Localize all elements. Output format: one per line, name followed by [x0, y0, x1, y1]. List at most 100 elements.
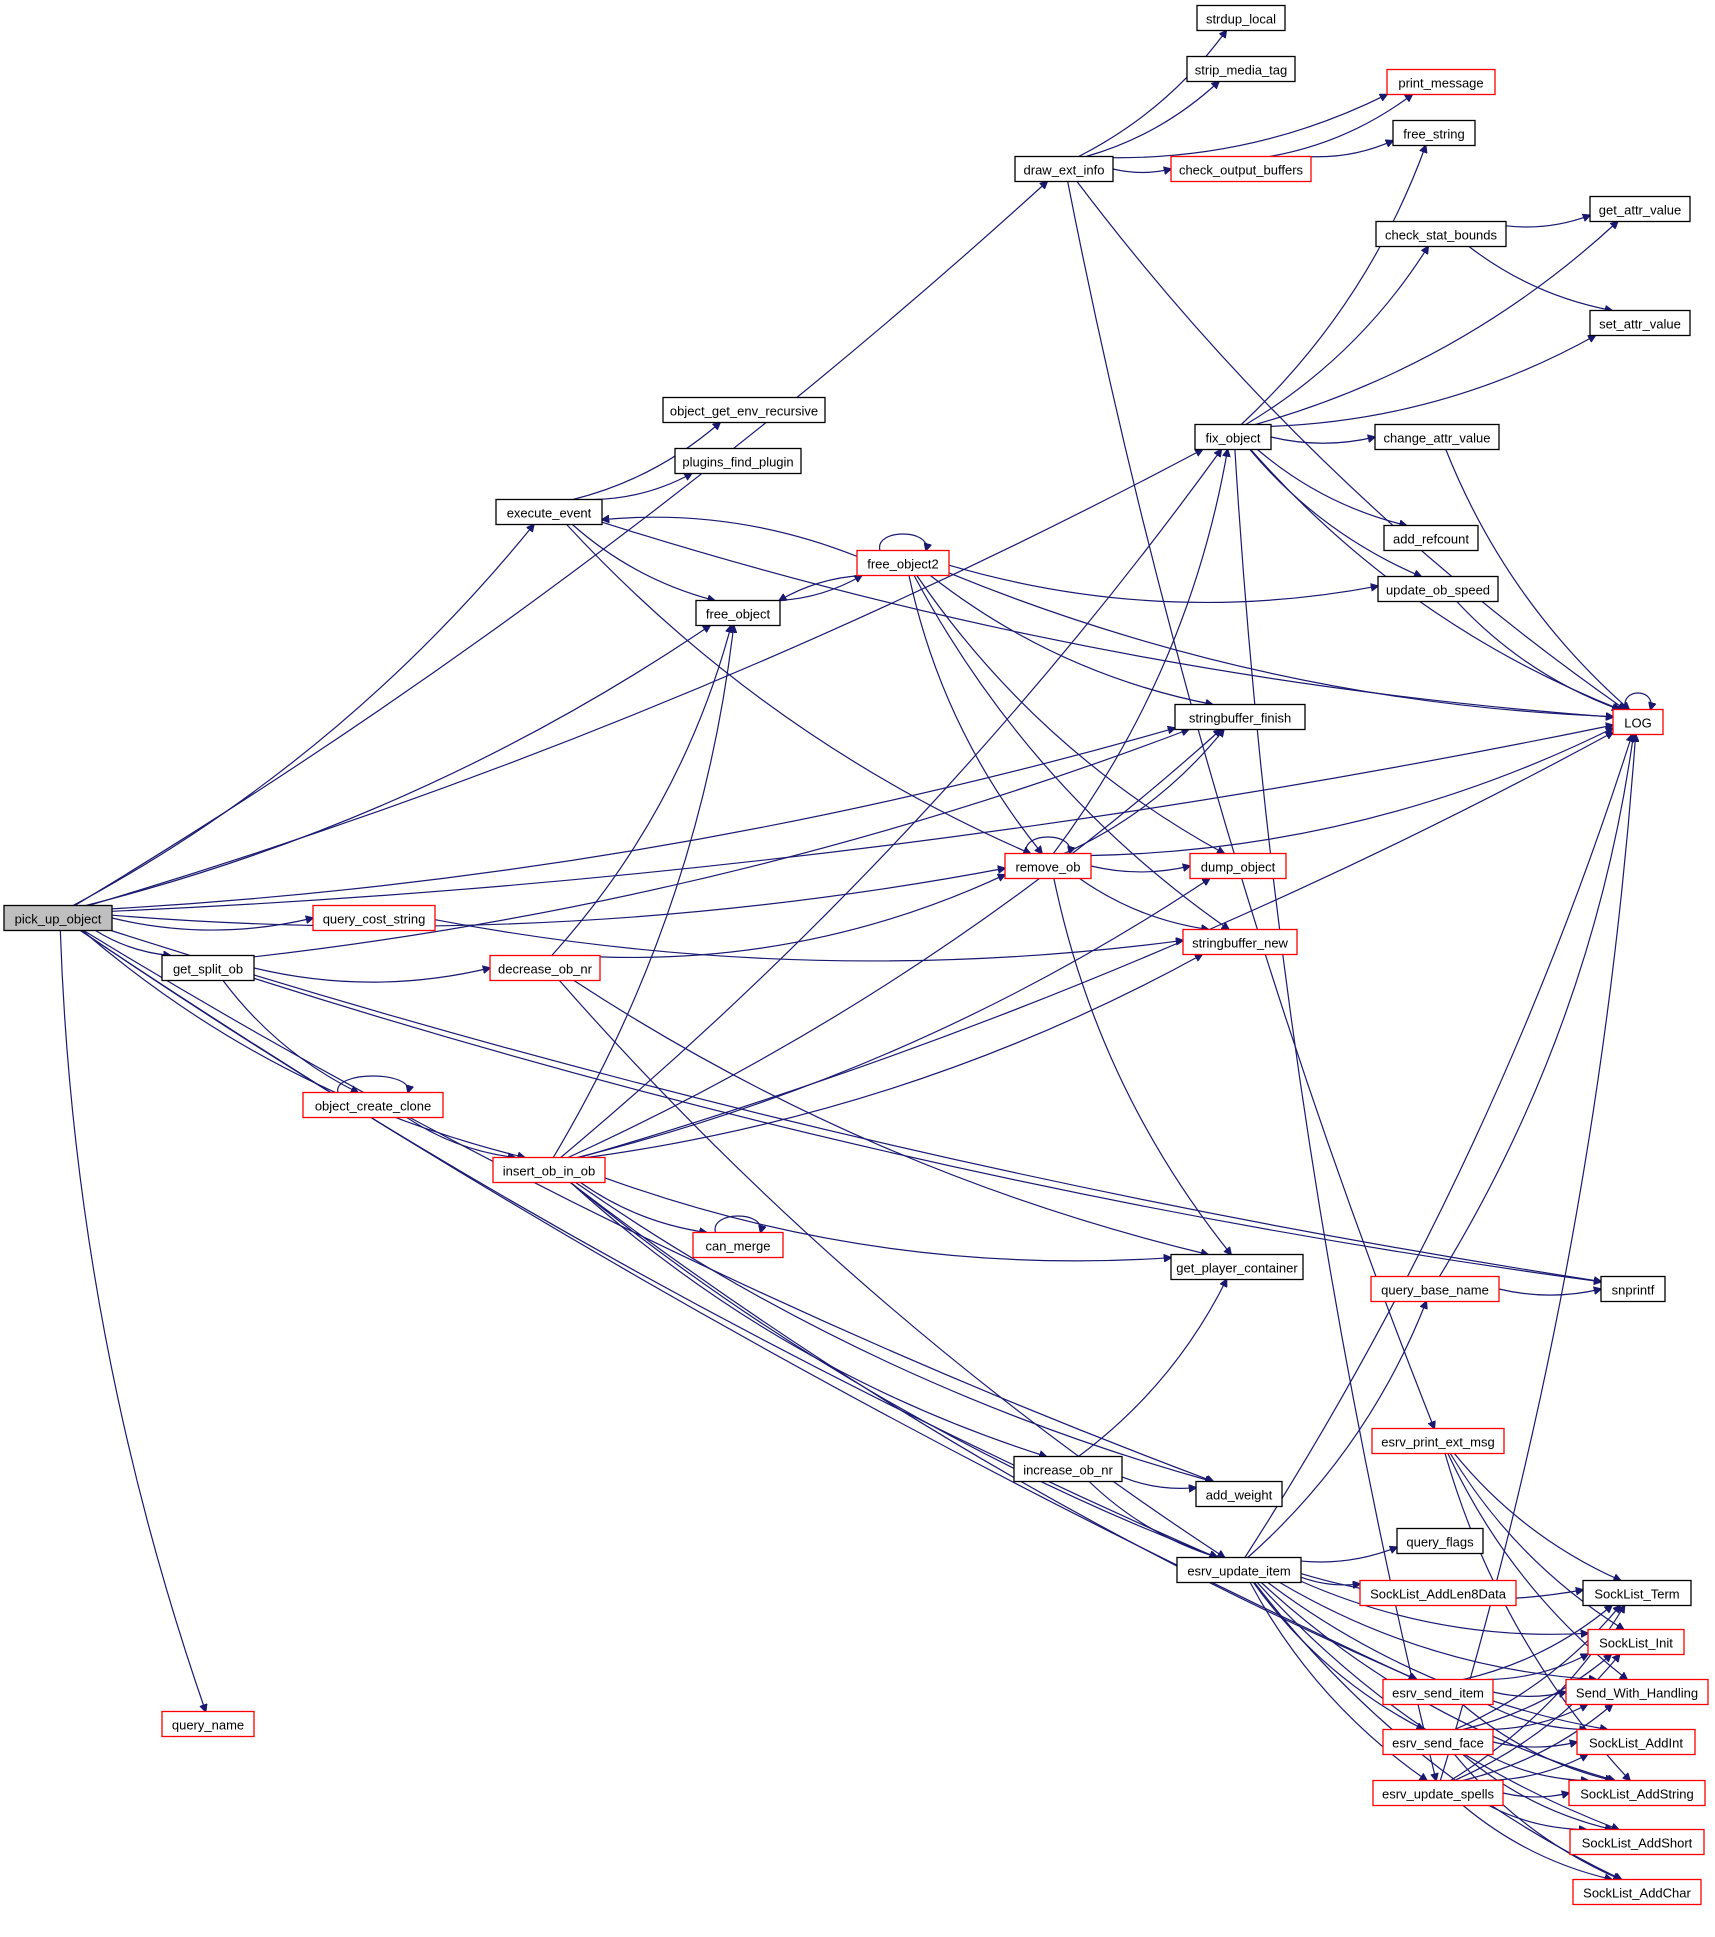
- node-add-refcount[interactable]: add_refcount: [1383, 524, 1479, 552]
- node-query-cost-string[interactable]: query_cost_string: [312, 904, 436, 932]
- node-can-merge[interactable]: can_merge: [692, 1231, 784, 1259]
- node-increase-ob-nr[interactable]: increase_ob_nr: [1013, 1455, 1123, 1483]
- node-box[interactable]: [1196, 4, 1286, 32]
- node-free-object2[interactable]: free_object2: [856, 549, 950, 577]
- node-box[interactable]: [1612, 708, 1664, 736]
- node-box[interactable]: [1189, 852, 1287, 880]
- node-esrv-update-item[interactable]: esrv_update_item: [1176, 1556, 1302, 1584]
- node-box[interactable]: [1569, 1828, 1705, 1856]
- node-box[interactable]: [1194, 423, 1272, 451]
- node-free-object[interactable]: free_object: [695, 599, 781, 627]
- node-esrv-send-face[interactable]: esrv_send_face: [1382, 1728, 1494, 1756]
- node-box[interactable]: [1568, 1779, 1706, 1807]
- node-free-string[interactable]: free_string: [1392, 119, 1476, 147]
- node-box[interactable]: [1174, 703, 1306, 731]
- node-change-attr-value[interactable]: change_attr_value: [1374, 423, 1500, 451]
- node-box[interactable]: [1382, 1728, 1494, 1756]
- node-esrv-send-item[interactable]: esrv_send_item: [1382, 1678, 1494, 1706]
- node-log[interactable]: LOG: [1612, 708, 1664, 736]
- node-box[interactable]: [1582, 1579, 1692, 1607]
- node-box[interactable]: [692, 1231, 784, 1259]
- node-get-attr-value[interactable]: get_attr_value: [1589, 195, 1691, 223]
- node-box[interactable]: [1589, 309, 1691, 337]
- node-box[interactable]: [495, 498, 603, 526]
- node-box[interactable]: [161, 954, 255, 982]
- node-box[interactable]: [312, 904, 436, 932]
- node-box[interactable]: [1589, 195, 1691, 223]
- node-box[interactable]: [662, 396, 826, 424]
- node-box[interactable]: [1170, 155, 1312, 183]
- node-check-output-buffers[interactable]: check_output_buffers: [1170, 155, 1312, 183]
- node-stringbuffer-new[interactable]: stringbuffer_new: [1182, 928, 1298, 956]
- node-box[interactable]: [1014, 155, 1114, 183]
- node-stringbuffer-finish[interactable]: stringbuffer_finish: [1174, 703, 1306, 731]
- node-box[interactable]: [1600, 1275, 1666, 1303]
- node-box[interactable]: [3, 904, 113, 932]
- node-decrease-ob-nr[interactable]: decrease_ob_nr: [489, 954, 601, 982]
- node-query-base-name[interactable]: query_base_name: [1370, 1275, 1500, 1303]
- node-box[interactable]: [489, 954, 601, 982]
- node-fix-object[interactable]: fix_object: [1194, 423, 1272, 451]
- node-snprintf[interactable]: snprintf: [1600, 1275, 1666, 1303]
- node-check-stat-bounds[interactable]: check_stat_bounds: [1375, 220, 1507, 248]
- node-box[interactable]: [1386, 68, 1496, 96]
- node-box[interactable]: [1374, 423, 1500, 451]
- node-get-player-container[interactable]: get_player_container: [1170, 1253, 1304, 1281]
- node-esrv-print-ext-msg[interactable]: esrv_print_ext_msg: [1371, 1427, 1505, 1455]
- node-query-name[interactable]: query_name: [161, 1710, 255, 1738]
- node-box[interactable]: [1576, 1728, 1696, 1756]
- node-strdup-local[interactable]: strdup_local: [1196, 4, 1286, 32]
- node-box[interactable]: [1359, 1579, 1517, 1607]
- node-execute-event[interactable]: execute_event: [495, 498, 603, 526]
- node-socklist-addint[interactable]: SockList_AddInt: [1576, 1728, 1696, 1756]
- node-box[interactable]: [492, 1156, 606, 1184]
- node-box[interactable]: [1004, 852, 1092, 880]
- node-insert-ob-in-ob[interactable]: insert_ob_in_ob: [492, 1156, 606, 1184]
- node-box[interactable]: [1572, 1878, 1702, 1906]
- node-plugins-find-plugin[interactable]: plugins_find_plugin: [674, 447, 802, 475]
- node-query-flags[interactable]: query_flags: [1396, 1527, 1484, 1555]
- node-box[interactable]: [1565, 1678, 1709, 1706]
- node-box[interactable]: [1170, 1253, 1304, 1281]
- node-get-split-ob[interactable]: get_split_ob: [161, 954, 255, 982]
- node-send-with-handling[interactable]: Send_With_Handling: [1565, 1678, 1709, 1706]
- node-box[interactable]: [1392, 119, 1476, 147]
- node-box[interactable]: [674, 447, 802, 475]
- node-draw-ext-info[interactable]: draw_ext_info: [1014, 155, 1114, 183]
- node-add-weight[interactable]: add_weight: [1195, 1480, 1283, 1508]
- node-box[interactable]: [1587, 1628, 1685, 1656]
- node-pick-up-object[interactable]: pick_up_object: [3, 904, 113, 932]
- node-box[interactable]: [1182, 928, 1298, 956]
- node-box[interactable]: [302, 1091, 444, 1119]
- node-box[interactable]: [1013, 1455, 1123, 1483]
- node-esrv-update-spells[interactable]: esrv_update_spells: [1372, 1779, 1504, 1807]
- node-dump-object[interactable]: dump_object: [1189, 852, 1287, 880]
- node-box[interactable]: [1396, 1527, 1484, 1555]
- node-set-attr-value[interactable]: set_attr_value: [1589, 309, 1691, 337]
- node-box[interactable]: [1382, 1678, 1494, 1706]
- node-socklist-addstring[interactable]: SockList_AddString: [1568, 1779, 1706, 1807]
- node-box[interactable]: [1370, 1275, 1500, 1303]
- node-socklist-term[interactable]: SockList_Term: [1582, 1579, 1692, 1607]
- node-socklist-addshort[interactable]: SockList_AddShort: [1569, 1828, 1705, 1856]
- node-update-ob-speed[interactable]: update_ob_speed: [1377, 575, 1499, 603]
- node-box[interactable]: [1375, 220, 1507, 248]
- node-box[interactable]: [161, 1710, 255, 1738]
- node-socklist-addlen8data[interactable]: SockList_AddLen8Data: [1359, 1579, 1517, 1607]
- node-remove-ob[interactable]: remove_ob: [1004, 852, 1092, 880]
- node-socklist-init[interactable]: SockList_Init: [1587, 1628, 1685, 1656]
- node-object-get-env-recursive[interactable]: object_get_env_recursive: [662, 396, 826, 424]
- node-box[interactable]: [1176, 1556, 1302, 1584]
- node-box[interactable]: [856, 549, 950, 577]
- node-socklist-addchar[interactable]: SockList_AddChar: [1572, 1878, 1702, 1906]
- node-box[interactable]: [1372, 1779, 1504, 1807]
- node-strip-media-tag[interactable]: strip_media_tag: [1186, 55, 1296, 83]
- node-box[interactable]: [1195, 1480, 1283, 1508]
- node-box[interactable]: [1383, 524, 1479, 552]
- node-object-create-clone[interactable]: object_create_clone: [302, 1091, 444, 1119]
- node-box[interactable]: [695, 599, 781, 627]
- node-box[interactable]: [1186, 55, 1296, 83]
- node-box[interactable]: [1371, 1427, 1505, 1455]
- node-print-message[interactable]: print_message: [1386, 68, 1496, 96]
- node-box[interactable]: [1377, 575, 1499, 603]
